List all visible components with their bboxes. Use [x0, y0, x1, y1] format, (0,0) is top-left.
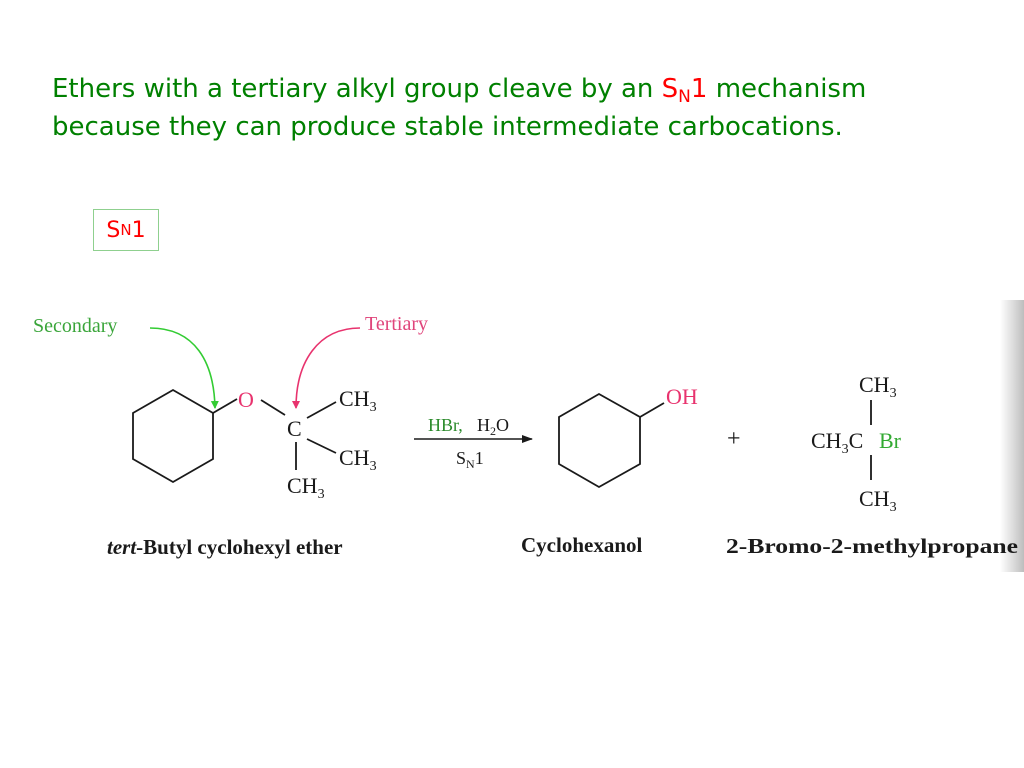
product1-name: Cyclohexanol: [521, 533, 643, 557]
reagent-water: H2O: [477, 415, 509, 438]
methyl-lower: CH3: [339, 445, 377, 474]
headline-line2: because they can produce stable intermed…: [52, 112, 843, 142]
ch3c-group: CH3C: [811, 428, 863, 457]
reaction-scheme: Secondary Tertiary O C CH3 CH3 CH3 HBr, …: [0, 300, 1024, 572]
bond-ring-oxygen: [212, 398, 238, 414]
methyl-bottom-product: CH3: [859, 486, 897, 515]
bond-c-ch3-lower: [306, 438, 337, 454]
hydroxyl-group: OH: [666, 384, 698, 409]
tertiary-arrow: [292, 327, 361, 409]
headline-part1: Ethers with a tertiary alkyl group cleav…: [52, 74, 662, 104]
bond-ring-hydroxyl: [639, 402, 665, 418]
central-carbon: C: [287, 416, 302, 441]
headline-text: Ethers with a tertiary alkyl group cleav…: [52, 70, 992, 146]
methyl-bottom: CH3: [287, 473, 325, 502]
bromine-atom: Br: [879, 428, 902, 453]
secondary-label: Secondary: [33, 315, 117, 337]
page-edge-shade: [1000, 300, 1024, 572]
secondary-arrow: [149, 327, 219, 409]
reactant-name: tert-Butyl cyclohexyl ether: [107, 535, 343, 559]
bond-oxygen-carbon: [260, 399, 286, 416]
oxygen-atom: O: [238, 387, 254, 412]
methyl-upper: CH3: [339, 386, 377, 415]
product2-name: 2-Bromo-2-methylpropane: [726, 534, 1018, 558]
cyclohexane-ring-reactant: [132, 388, 214, 484]
headline-sn1: SN1: [661, 74, 708, 107]
tertiary-label: Tertiary: [365, 313, 428, 335]
reaction-condition: SN1: [456, 448, 484, 471]
reaction-svg: Secondary Tertiary O C CH3 CH3 CH3 HBr, …: [33, 300, 1024, 572]
headline-part2: mechanism: [707, 74, 867, 104]
reagent-hbr: HBr,: [428, 415, 463, 435]
bond-c-ch3-upper: [306, 401, 337, 419]
methyl-top: CH3: [859, 372, 897, 401]
plus-sign: +: [727, 426, 741, 452]
cyclohexane-ring-product: [558, 392, 641, 489]
